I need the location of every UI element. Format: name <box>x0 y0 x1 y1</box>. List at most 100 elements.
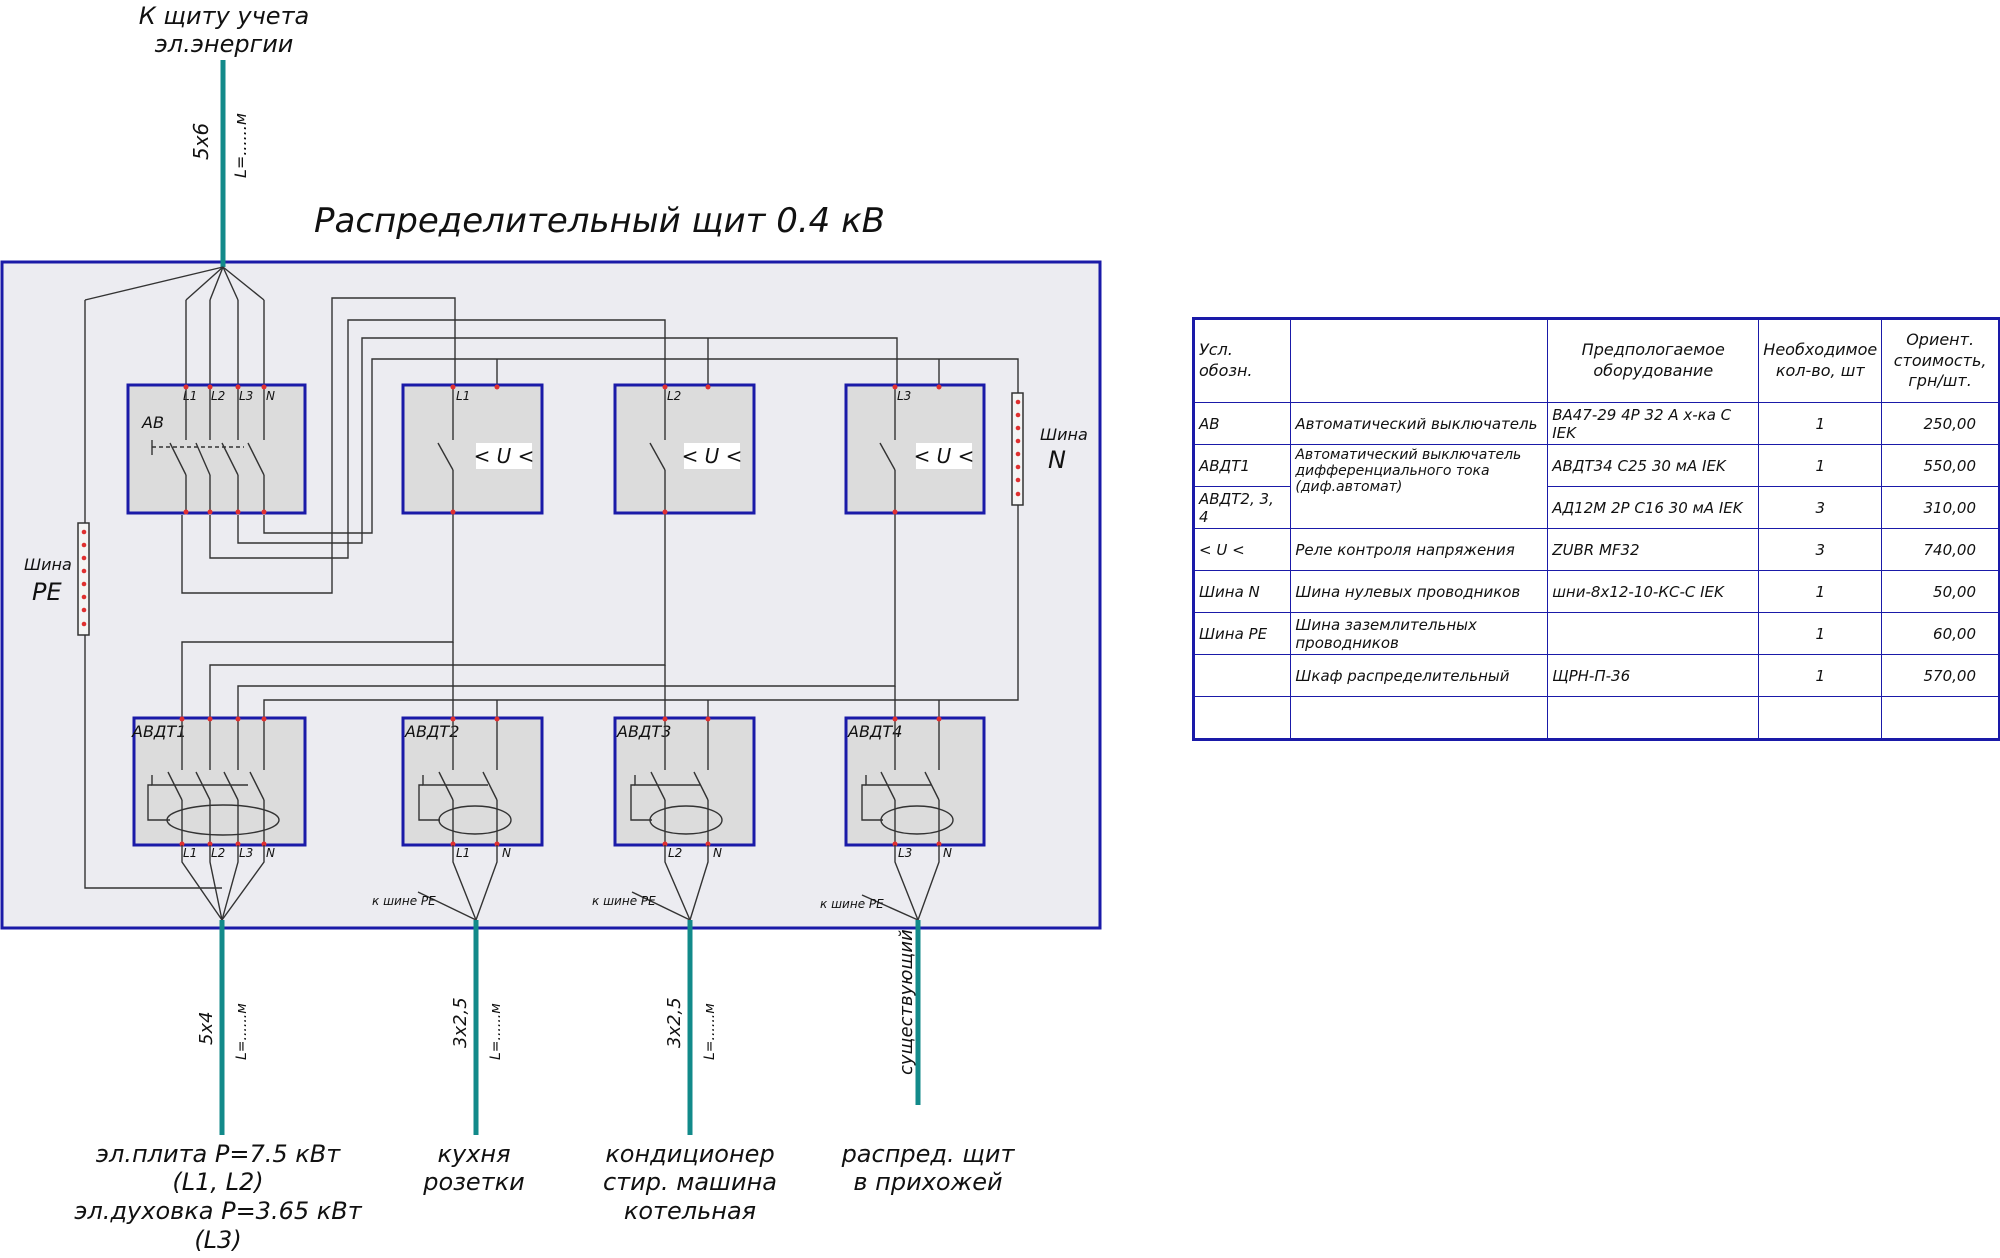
internal-wires <box>84 297 1019 889</box>
table-row: Шкаф распределительный ЩРН-П-36 1 570,00 <box>1192 654 2000 697</box>
relay-2-symbol: < U < <box>682 444 743 468</box>
av-term-l2: L2 <box>211 389 225 403</box>
bus-n-label1: Шина <box>1040 425 1088 444</box>
cell-equip: АД12М 2Р С16 30 мА IEK <box>1547 486 1760 529</box>
cell-qty: 1 <box>1758 570 1883 613</box>
cell-desc: Автоматический выключатель <box>1290 402 1549 445</box>
rcbo-1: АВДТ1 L1 L2 L3 N <box>131 716 307 921</box>
bus-n-label2: N <box>1048 446 1066 474</box>
table-row: Шина N Шина нулевых проводников шни-8х12… <box>1192 570 2000 613</box>
cell-equip <box>1547 696 1760 740</box>
rcbo-4: АВДТ4 L3 N <box>844 716 986 921</box>
top-cable-label: 5х6 <box>189 123 213 160</box>
relay-2-term: L2 <box>667 389 681 403</box>
relay-3-symbol: < U < <box>914 444 975 468</box>
top-dest-line2: эл.энергии <box>155 30 294 58</box>
out-1-dest-2: (L1, L2) <box>172 1168 263 1196</box>
cell-price: 570,00 <box>1881 654 2000 697</box>
cell-desc: Шкаф распределительный <box>1290 654 1549 697</box>
cell-equip: ВА47-29 4Р 32 А х-ка С IEK <box>1547 402 1760 445</box>
cell-code: < U < <box>1192 528 1292 571</box>
header-price: Ориент. стоимость, грн/шт. <box>1881 318 2000 403</box>
relay-1-term: L1 <box>456 389 470 403</box>
cell-price: 550,00 <box>1881 444 2000 487</box>
cell-qty: 1 <box>1758 654 1883 697</box>
cell-code: АВДТ2, 3, 4 <box>1192 486 1292 529</box>
cell-qty <box>1758 696 1883 740</box>
cell-price <box>1881 696 2000 740</box>
cell-desc: Шина нулевых проводников <box>1290 570 1549 613</box>
out-2-dest-2: розетки <box>422 1168 525 1196</box>
cell-qty: 3 <box>1758 528 1883 571</box>
out-3-dest-3: котельная <box>624 1197 756 1225</box>
av-breaker: АВ L1 L2 L3 N <box>126 383 307 515</box>
rcbo-2: АВДТ2 L1 N <box>401 716 544 921</box>
bus-pe-label2: PE <box>32 578 62 606</box>
pe-label-3: к шине PE <box>592 894 656 908</box>
cell-equip: ZUBR MF32 <box>1547 528 1760 571</box>
incoming-wires <box>84 266 265 525</box>
out-1-dest-1: эл.плита P=7.5 кВт <box>96 1140 341 1168</box>
out-2-dest-1: кухня <box>437 1140 510 1168</box>
spec-table: Усл. обозн. Предпологаемое оборудование … <box>1192 317 2000 741</box>
rcbo-3: АВДТ3 L2 N <box>613 716 756 921</box>
table-row: АВДТ2, 3, 4 АД12М 2Р С16 30 мА IEK 3 310… <box>1192 486 2000 529</box>
header-desc <box>1290 318 1549 403</box>
table-row: АВ Автоматический выключатель ВА47-29 4Р… <box>1192 402 2000 445</box>
bus-n: Шина N <box>1011 392 1088 506</box>
rcbo-2-term-l: L1 <box>456 846 470 860</box>
out-1-length: L=......м <box>234 1003 250 1060</box>
rcbo-1-name: АВДТ1 <box>131 722 186 741</box>
cell-equip: шни-8х12-10-КС-С IEK <box>1547 570 1760 613</box>
av-name: АВ <box>141 413 164 432</box>
out-2-cable: 3х2,5 <box>450 997 471 1048</box>
header-equip: Предпологаемое оборудование <box>1547 318 1760 403</box>
rcbo-4-term-l: L3 <box>898 846 912 860</box>
out-2-length: L=......м <box>488 1003 504 1060</box>
rcbo-4-term-n: N <box>943 846 952 860</box>
relay-1: L1 < U < <box>401 383 544 515</box>
table-row: Шина PE Шина заземлительных проводников … <box>1192 612 2000 655</box>
cell-desc: Реле контроля напряжения <box>1290 528 1549 571</box>
relay-2: L2 < U < <box>613 383 756 515</box>
cell-price: 740,00 <box>1881 528 2000 571</box>
cell-code: Шина N <box>1192 570 1292 613</box>
cell-price: 50,00 <box>1881 570 2000 613</box>
rcbo-1-term-l1: L1 <box>183 846 197 860</box>
relay-3-term: L3 <box>897 389 911 403</box>
av-term-n: N <box>266 389 275 403</box>
cell-code: АВ <box>1192 402 1292 445</box>
out-3-dest-1: кондиционер <box>605 1140 774 1168</box>
rcbo-3-name: АВДТ3 <box>616 722 671 741</box>
top-feed: К щиту учета эл.энергии 5х6 L=......м <box>139 2 310 267</box>
top-length-label: L=......м <box>231 113 250 178</box>
top-dest-line1: К щиту учета <box>139 2 310 30</box>
cell-qty: 1 <box>1758 402 1883 445</box>
relay-1-symbol: < U < <box>474 444 535 468</box>
av-term-l1: L1 <box>183 389 197 403</box>
out-3-dest-2: стир. машина <box>603 1168 777 1196</box>
cell-code: АВДТ1 <box>1192 444 1292 487</box>
pe-label-4: к шине PE <box>820 897 884 911</box>
rcbo-1-term-n: N <box>266 846 275 860</box>
rcbo-2-term-n: N <box>502 846 511 860</box>
cell-qty: 1 <box>1758 612 1883 655</box>
cell-equip <box>1547 612 1760 655</box>
rcbo-3-term-l: L2 <box>668 846 682 860</box>
cell-code <box>1192 696 1292 740</box>
bus-pe: Шина PE <box>24 522 90 636</box>
out-4-dest-2: в прихожей <box>853 1168 1002 1196</box>
cell-desc: Автоматический выключатель дифференциаль… <box>1290 444 1549 529</box>
out-3-length: L=......м <box>702 1003 718 1060</box>
rcbo-1-term-l2: L2 <box>211 846 225 860</box>
table-row <box>1192 696 2000 740</box>
out-1-cable: 5х4 <box>196 1011 217 1045</box>
cell-equip: ЩРН-П-36 <box>1547 654 1760 697</box>
table-header-row: Усл. обозн. Предпологаемое оборудование … <box>1192 318 2000 403</box>
cell-code: Шина PE <box>1192 612 1292 655</box>
cell-desc <box>1290 696 1549 740</box>
cell-qty: 1 <box>1758 444 1883 487</box>
cell-equip: АВДТ34 С25 30 мА IEK <box>1547 444 1760 487</box>
panel-title: Распределительный щит 0.4 кВ <box>314 201 885 241</box>
cell-code <box>1192 654 1292 697</box>
